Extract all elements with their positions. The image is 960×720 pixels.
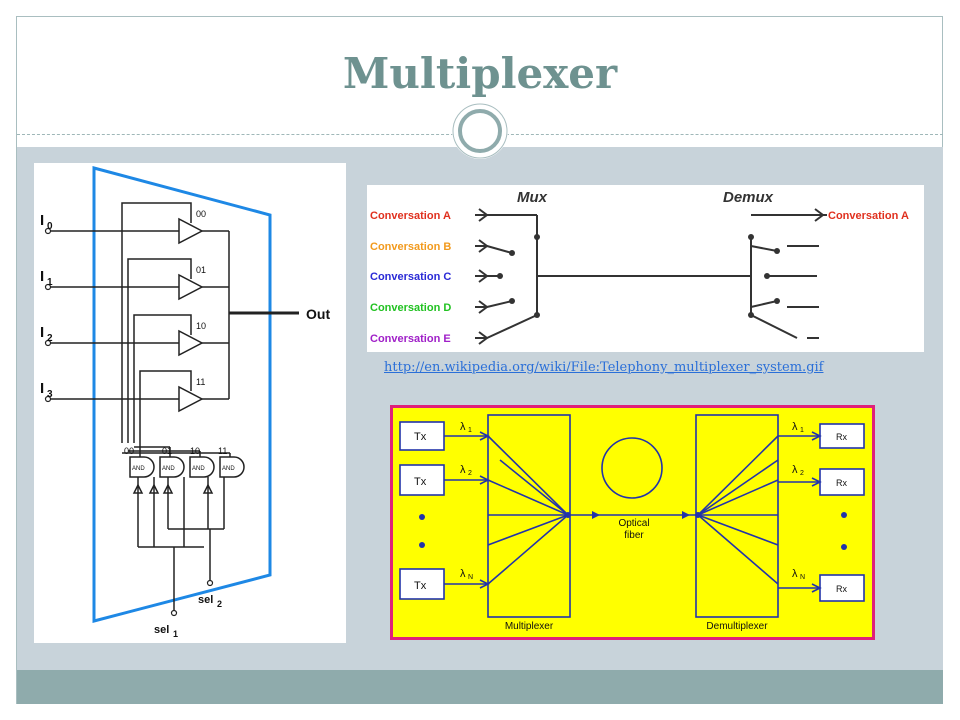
conversation-label: Conversation B (370, 241, 451, 253)
lambda-symbol: λ (792, 421, 798, 433)
select-label: sel (198, 594, 213, 606)
lambda-subscript: 1 (800, 427, 804, 434)
fiber-label: Optical (618, 518, 649, 529)
optical-wdm-diagram: Tx Tx Tx Rx Rx Rx λ λ λ λ λ λ 1 2 N 1 2 … (390, 405, 875, 640)
telephony-svg: Mux Demux Conversation A Conversation B … (370, 189, 909, 345)
lambda-symbol: λ (792, 568, 798, 580)
conversation-label: Conversation C (370, 271, 451, 283)
and-gate-label: AND (162, 466, 175, 472)
rx-label: Rx (836, 432, 847, 442)
mux-logic-svg: I I I I 0 1 2 3 00 01 10 11 00 01 10 11 … (40, 166, 330, 639)
select-subscript: 1 (173, 629, 178, 639)
multiplexer-label: Multiplexer (505, 621, 554, 632)
source-link[interactable]: http://en.wikipedia.org/wiki/File:Teleph… (384, 360, 824, 375)
output-conversation-label: Conversation A (828, 210, 909, 222)
optical-background (390, 405, 875, 640)
conversation-label: Conversation E (370, 333, 451, 345)
input-label: I (40, 380, 44, 397)
tx-label: Tx (414, 580, 427, 592)
rx-label: Rx (836, 584, 847, 594)
lambda-subscript: 1 (468, 427, 472, 434)
and-gate-label: AND (192, 466, 205, 472)
input-subscript: 1 (47, 277, 53, 288)
and-gate-code: 10 (190, 446, 200, 456)
select-subscript: 2 (217, 599, 222, 609)
demux-label: Demux (723, 189, 774, 206)
and-gate-label: AND (222, 466, 235, 472)
input-subscript: 0 (47, 221, 53, 232)
fiber-label: fiber (624, 530, 644, 541)
lambda-symbol: λ (792, 464, 798, 476)
lambda-subscript: 2 (800, 470, 804, 477)
select-label: sel (154, 624, 169, 636)
lambda-subscript: 2 (468, 470, 472, 477)
ring-ornament-icon (452, 103, 508, 159)
demultiplexer-label: Demultiplexer (706, 621, 768, 632)
and-gate-code: 11 (218, 446, 227, 456)
and-gate-code: 01 (162, 446, 172, 456)
and-gate-code: 00 (124, 446, 134, 456)
mux-logic-diagram: I I I I 0 1 2 3 00 01 10 11 00 01 10 11 … (34, 163, 346, 643)
gate-code: 11 (196, 377, 205, 387)
rx-label: Rx (836, 478, 847, 488)
gate-code: 00 (196, 209, 206, 219)
slide-title: Multiplexer (342, 49, 618, 98)
mux-label: Mux (517, 189, 548, 206)
input-subscript: 2 (47, 333, 53, 344)
lambda-symbol: λ (460, 421, 466, 433)
lambda-subscript: N (800, 574, 805, 581)
and-gate-label: AND (132, 466, 145, 472)
mux-outline (92, 166, 272, 623)
input-subscript: 3 (47, 389, 53, 400)
input-label: I (40, 212, 44, 229)
telephony-mux-diagram: Mux Demux Conversation A Conversation B … (367, 185, 924, 352)
tx-label: Tx (414, 476, 427, 488)
input-label: I (40, 324, 44, 341)
gate-code: 10 (196, 321, 206, 331)
input-label: I (40, 268, 44, 285)
conversation-label: Conversation D (370, 302, 451, 314)
lambda-subscript: N (468, 574, 473, 581)
tx-label: Tx (414, 431, 427, 443)
lambda-symbol: λ (460, 464, 466, 476)
gate-code: 01 (196, 265, 206, 275)
optical-svg: Tx Tx Tx Rx Rx Rx λ λ λ λ λ λ 1 2 N 1 2 … (390, 405, 875, 640)
output-label: Out (306, 306, 330, 322)
conversation-label: Conversation A (370, 210, 451, 222)
lambda-symbol: λ (460, 568, 466, 580)
bottom-band (17, 670, 943, 704)
